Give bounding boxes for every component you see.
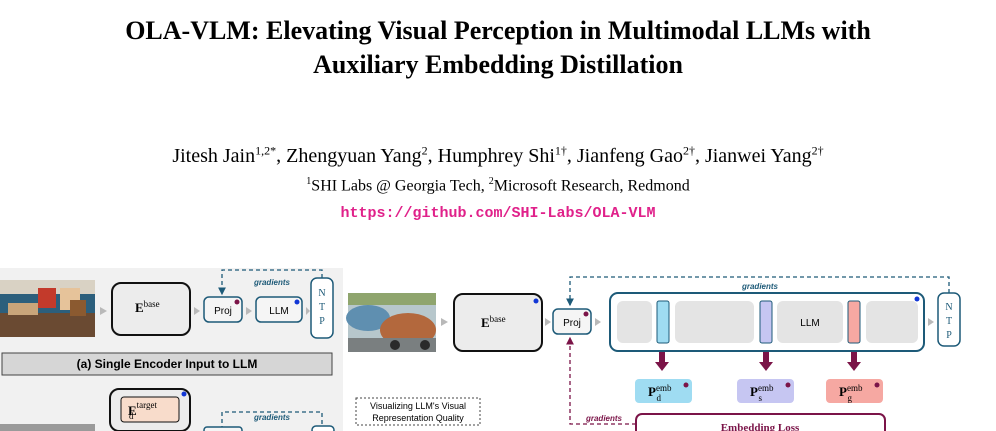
ntp-letter: P [946,330,952,341]
llm-layer [866,301,918,343]
down-arrow-icon [655,352,669,371]
embedding-loss-box [635,413,886,431]
llm-label: LLM [800,318,819,329]
seg-embedding-box [737,379,794,403]
ntp-letter: P [319,316,325,327]
arrow-icon [545,318,551,326]
depth-token [656,300,670,344]
proj-label: Proj [214,306,232,317]
gradients-arrow [566,276,950,307]
proj-label: Proj [563,318,581,329]
room-image [0,280,95,337]
arrow-icon [595,318,601,326]
gradients-label: gradients [585,414,623,423]
gradients-label: gradients [253,413,291,422]
author: Jianfeng Gao2† [576,143,695,167]
ntp-letter: T [319,302,325,313]
visualization-note-line: Representation Quality [372,413,464,423]
author: Humphrey Shi1† [437,143,567,167]
gradients-arrow [221,411,323,431]
dot-icon [234,299,240,305]
dot-icon [533,298,539,304]
dot-icon [294,299,300,305]
proj-box [203,296,243,323]
dot-icon [181,391,187,397]
down-arrow-icon [759,352,773,371]
github-link[interactable]: https://github.com/SHI-Labs/OLA-VLM [340,205,656,222]
base-encoder-box [111,282,191,336]
author: Zhengyuan Yang2 [286,143,428,167]
dot-icon [583,311,589,317]
dot-icon [683,382,689,388]
visualization-note-line: Visualizing LLM's Visual [370,401,466,411]
gradients-label: gradients [253,278,291,287]
gen-embedding-box [826,379,883,403]
base-encoder-box [453,293,543,352]
llm-box [255,296,303,323]
arrow-icon [100,307,107,315]
ntp-letter: T [946,316,952,327]
depth-embedding-box [635,379,692,403]
dot-icon [914,296,920,302]
arrow-icon [246,307,252,315]
author: Jianwei Yang2† [704,143,824,167]
base-encoder-label: Ebase [135,299,160,315]
second-image [0,424,95,431]
arrow-icon [306,307,310,315]
embedding-loss-label: Embedding Loss [721,422,800,431]
arrow-icon [928,318,934,326]
down-arrow-icon [847,352,861,371]
teaser-figure: Ebase Proj LLM N T P gradients (a) Singl… [0,268,961,431]
title-line-2: Auxiliary Embedding Distillation [313,50,683,79]
paper-title: OLA-VLM: Elevating Visual Perception in … [0,14,996,82]
author-list: Jitesh Jain1,2*, Zhengyuan Yang2, Humphr… [172,143,824,167]
llm-label: LLM [269,306,288,317]
llm-layer [617,301,652,343]
gradients-label: gradients [741,282,779,291]
dot-icon [874,382,880,388]
affiliations: 1SHI Labs @ Georgia Tech, 2Microsoft Res… [306,176,690,195]
ntp-box [311,425,335,431]
base-encoder-label: Ebase [481,314,506,330]
gen-token [847,300,861,344]
car-image [346,293,436,352]
target-encoder-box [120,396,180,423]
ntp-letter: N [318,288,325,299]
proj-box [203,426,243,431]
seg-token [759,300,773,344]
title-line-1: OLA-VLM: Elevating Visual Perception in … [125,16,871,45]
author: Jitesh Jain1,2* [172,143,277,167]
dot-icon [785,382,791,388]
arrow-icon [194,307,200,315]
arrow-icon [441,318,448,326]
proj-box [552,308,592,335]
llm-layer [675,301,754,343]
llm-layer [777,301,843,343]
caption-a: (a) Single Encoder Input to LLM [77,357,258,371]
caption-a-box [1,352,333,376]
ntp-letter: N [945,302,952,313]
gradients-arrow [218,269,323,296]
visualization-note-box [355,397,481,426]
